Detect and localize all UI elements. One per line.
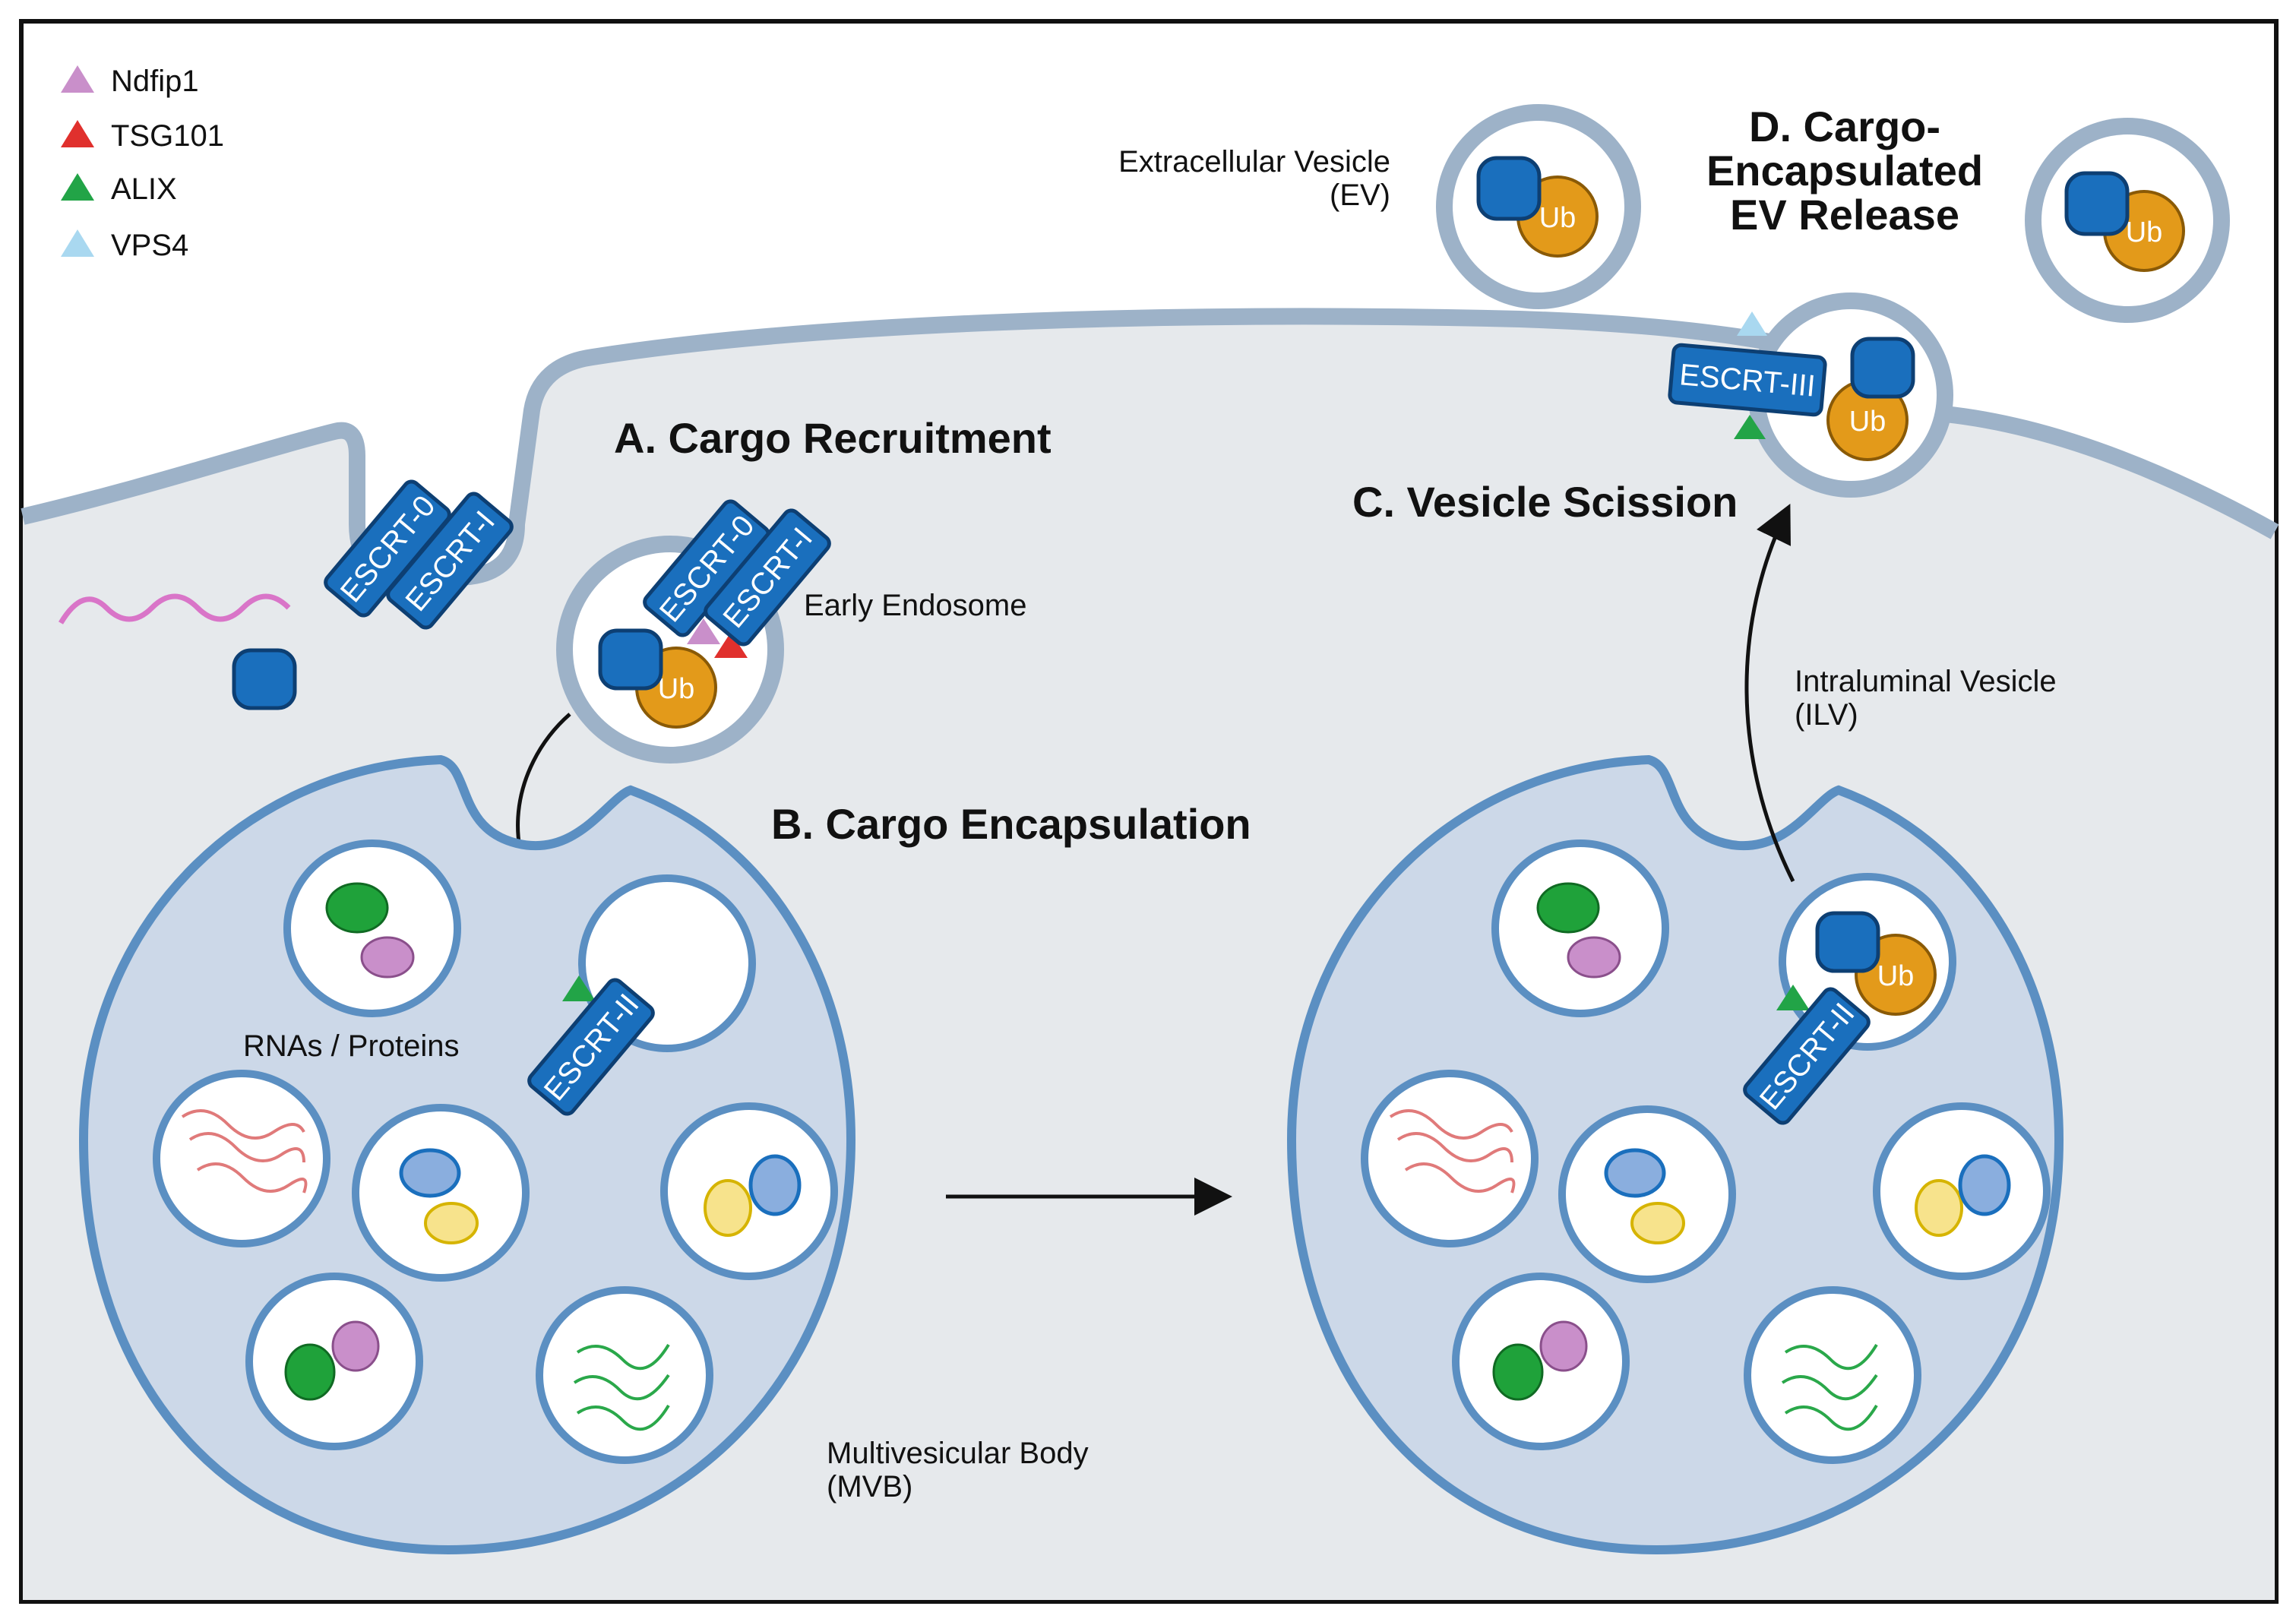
ndfip1-marker <box>687 618 720 644</box>
rna-strand <box>58 593 291 624</box>
ub-label: Ub <box>1877 960 1915 992</box>
extracellular-vesicle: Ub <box>2025 118 2230 323</box>
step-d-line2: Encapsulated <box>1706 147 1983 194</box>
ilv <box>153 1070 330 1247</box>
mvb-label-line2: (MVB) <box>827 1470 912 1503</box>
escrt3-complex: ESCRT-III <box>1668 343 1827 417</box>
early-endosome-label: Early Endosome <box>804 589 1026 622</box>
ilv <box>352 1104 530 1282</box>
step-a-heading: A. Cargo Recruitment <box>614 414 1052 462</box>
legend-item-alix: ALIX <box>61 172 177 206</box>
ilv-label-line1: Intraluminal Vesicle <box>1795 665 2057 698</box>
ilv <box>1452 1273 1630 1450</box>
multivesicular-body-right: Ub ESCRT-II <box>1286 754 2064 1555</box>
cargo-protein <box>1476 156 1542 221</box>
legend: Ndfip1 TSG101 ALIX VPS4 <box>61 65 224 262</box>
ilv <box>536 1286 713 1464</box>
extracellular-vesicle: Ub <box>1436 104 1641 309</box>
arrow-ilv-to-bud <box>1744 504 1795 883</box>
ub-label: Ub <box>2126 217 2163 248</box>
ilv <box>1873 1102 2051 1280</box>
legend-item-vps4: VPS4 <box>61 229 188 262</box>
ilv-label: Intraluminal Vesicle (ILV) <box>1795 665 2057 732</box>
ev-label-line1: Extracellular Vesicle <box>1118 145 1390 179</box>
legend-label: ALIX <box>111 172 177 206</box>
ilv <box>1558 1105 1736 1283</box>
legend-item-tsg101: TSG101 <box>61 119 224 153</box>
step-d-heading: D. Cargo- Encapsulated EV Release <box>1706 103 1983 239</box>
cargo-protein <box>1850 337 1915 399</box>
alix-marker <box>1734 415 1766 439</box>
ev-label: Extracellular Vesicle (EV) <box>1118 145 1390 212</box>
legend-label: VPS4 <box>111 229 188 262</box>
legend-label: Ndfip1 <box>111 65 199 98</box>
cargo-protein <box>1815 911 1880 973</box>
budding-vesicle: Ub ESCRT-III <box>1668 292 1953 498</box>
ub-label: Ub <box>1539 202 1577 234</box>
step-d-line1: D. Cargo- <box>1749 103 1940 150</box>
ub-label: Ub <box>1849 406 1886 438</box>
membrane-escrt-complexes: ESCRT-0 ESCRT-I <box>324 479 514 630</box>
free-cargo-protein <box>232 648 297 710</box>
legend-label: TSG101 <box>111 119 224 153</box>
ev-label-line2: (EV) <box>1330 179 1390 212</box>
step-b-heading: B. Cargo Encapsulation <box>771 800 1251 848</box>
alix-marker <box>1776 985 1810 1010</box>
cargo-ilv: Ub ESCRT-II <box>1743 873 1956 1125</box>
rnas-proteins-label: RNAs / Proteins <box>243 1029 460 1063</box>
tsg101-marker <box>714 632 748 658</box>
ilv <box>1491 839 1669 1017</box>
vps4-marker <box>1737 311 1767 336</box>
ilv <box>283 839 461 1017</box>
escrt2-complex: ESCRT-II <box>1743 987 1871 1125</box>
ilv <box>1361 1070 1539 1247</box>
ilv-label-line2: (ILV) <box>1795 698 1858 732</box>
ilv <box>245 1273 423 1450</box>
ilv <box>1744 1286 1921 1464</box>
mvb-label: Multivesicular Body (MVB) <box>827 1437 1089 1503</box>
early-endosome: Ub ESCRT-0 ESCRT-I <box>556 499 831 764</box>
cargo-protein <box>2064 171 2130 236</box>
multivesicular-body-left: ESCRT-II <box>78 754 856 1555</box>
legend-item-ndfip1: Ndfip1 <box>61 65 199 98</box>
step-c-heading: C. Vesicle Scission <box>1352 478 1738 526</box>
ilv <box>660 1102 838 1280</box>
ub-label: Ub <box>658 673 695 705</box>
step-d-line3: EV Release <box>1730 191 1959 239</box>
alix-marker <box>562 975 596 1001</box>
cargo-protein <box>598 628 663 691</box>
mvb-label-line1: Multivesicular Body <box>827 1437 1089 1470</box>
